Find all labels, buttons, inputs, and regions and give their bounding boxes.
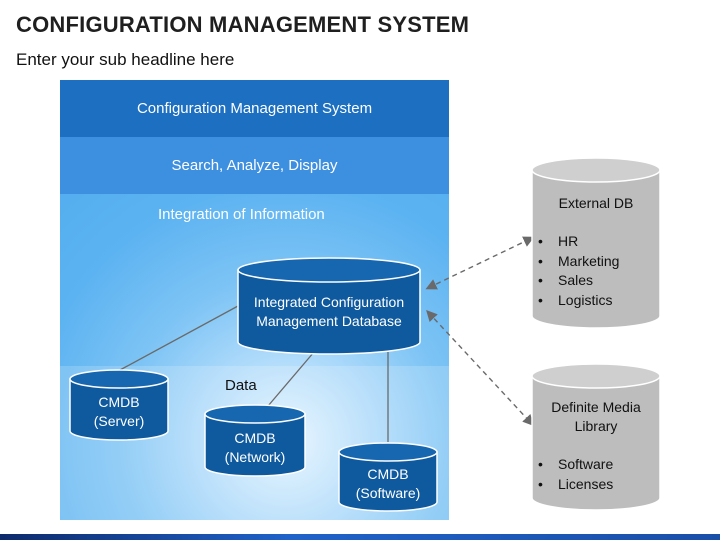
cmdb-network-cylinder (204, 404, 306, 477)
search-band-label: Search, Analyze, Display (171, 157, 338, 174)
integrated-database-line1: Integrated Configuration (253, 294, 405, 310)
cms-band-label: Configuration Management System (136, 100, 373, 117)
cmdb-software-line2: (Software) (355, 485, 421, 501)
list-item-label: Logistics (558, 291, 613, 308)
bottom-accent-bar (0, 534, 720, 540)
media-library-title-line1: Definite Media (551, 399, 641, 415)
cmdb-network-line2: (Network) (224, 449, 286, 465)
integrated-database-cylinder (237, 257, 421, 355)
cmdb-software-line1: CMDB (367, 466, 409, 482)
search-band: Search, Analyze, Display (60, 137, 449, 194)
connector-server (119, 305, 239, 371)
cms-band: Configuration Management System (60, 80, 449, 137)
external-db-cylinder (531, 157, 661, 329)
media-library-title: Definite Media Library (532, 398, 660, 436)
cmdb-network-label: CMDB (Network) (205, 428, 305, 468)
page-subtitle: Enter your sub headline here (16, 50, 235, 69)
page-title: CONFIGURATION MANAGEMENT SYSTEM (16, 12, 470, 37)
media-library-list: •Software •Licenses (534, 455, 613, 494)
external-db-title: External DB (532, 194, 660, 213)
cmdb-server-line2: (Server) (93, 413, 145, 429)
integrated-database-line2: Management Database (256, 313, 402, 329)
list-item-label: Sales (558, 272, 594, 288)
cmdb-network-line1: CMDB (234, 430, 276, 446)
cmdb-server-cylinder (69, 369, 169, 441)
list-item: •HR (538, 233, 579, 249)
connector-network (267, 351, 315, 407)
cmdb-server-line1: CMDB (98, 394, 140, 410)
external-db-list: •HR •Marketing •Sales •Logistics (534, 232, 619, 310)
list-item: •Sales (538, 272, 594, 288)
data-label: Data (225, 377, 257, 394)
media-library-title-line2: Library (574, 418, 618, 434)
arrow-external-db (425, 236, 535, 290)
list-item-label: Software (558, 456, 614, 472)
list-item-label: HR (558, 233, 579, 249)
integrated-database-label: Integrated Configuration Management Data… (238, 290, 420, 334)
list-item-label: Licenses (558, 475, 614, 492)
list-item: •Logistics (538, 291, 613, 308)
list-item: •Software (538, 456, 614, 472)
list-item-label: Marketing (558, 252, 620, 269)
cmdb-software-cylinder (338, 442, 438, 512)
integration-band-label: Integration of Information (158, 205, 325, 223)
arrow-media-library (426, 309, 534, 427)
list-item: •Marketing (538, 252, 620, 269)
media-library-cylinder (531, 363, 661, 511)
list-item: •Licenses (538, 475, 614, 492)
external-db-title-line1: External DB (558, 195, 634, 211)
cmdb-software-label: CMDB (Software) (339, 464, 437, 504)
integration-band: Integration of Information (60, 194, 449, 234)
cmdb-server-label: CMDB (Server) (70, 392, 168, 432)
